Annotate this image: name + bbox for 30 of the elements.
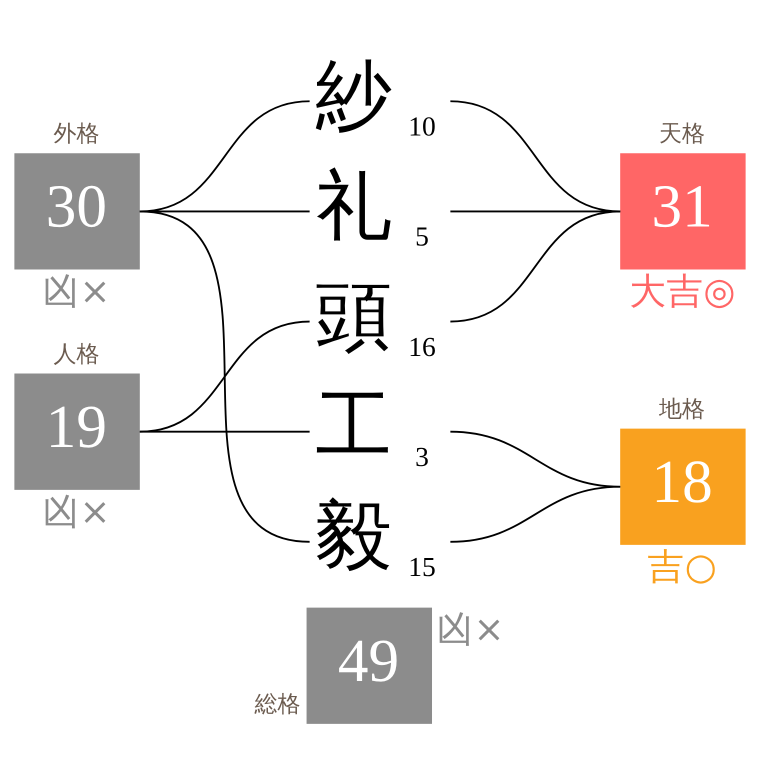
node-label: 3 bbox=[415, 440, 429, 472]
node-label: 16 bbox=[408, 330, 436, 362]
connector bbox=[140, 320, 310, 433]
node-box: 19 bbox=[14, 374, 140, 490]
node-box: 49 bbox=[306, 608, 432, 724]
connector bbox=[140, 210, 310, 543]
connector bbox=[450, 210, 620, 322]
node-text: 毅 bbox=[316, 494, 392, 579]
node-label: 凶× bbox=[436, 608, 504, 651]
node-label: 大吉◎ bbox=[629, 269, 736, 312]
node-label: 10 bbox=[408, 110, 436, 142]
node-text: 紗 bbox=[316, 53, 392, 138]
connector bbox=[450, 486, 620, 543]
node-label: 5 bbox=[415, 220, 429, 252]
connector bbox=[140, 430, 310, 433]
node-label: 天格 bbox=[659, 121, 706, 148]
node-label: 外格 bbox=[53, 121, 100, 148]
node-box: 31 bbox=[620, 153, 746, 270]
node-label: 人格 bbox=[53, 341, 100, 368]
node-label: 吉○ bbox=[648, 544, 717, 588]
node-text: 頭 bbox=[316, 273, 392, 358]
node-label: 凶× bbox=[42, 490, 110, 533]
node-box: 18 bbox=[620, 428, 746, 545]
node-label: 地格 bbox=[659, 396, 706, 422]
node-box: 30 bbox=[14, 153, 140, 270]
node-label: 凶× bbox=[42, 269, 110, 312]
node-text: 礼 bbox=[316, 163, 392, 248]
node-text: 工 bbox=[316, 384, 392, 469]
node-label: 総格 bbox=[254, 692, 301, 718]
node-label: 15 bbox=[408, 551, 436, 582]
